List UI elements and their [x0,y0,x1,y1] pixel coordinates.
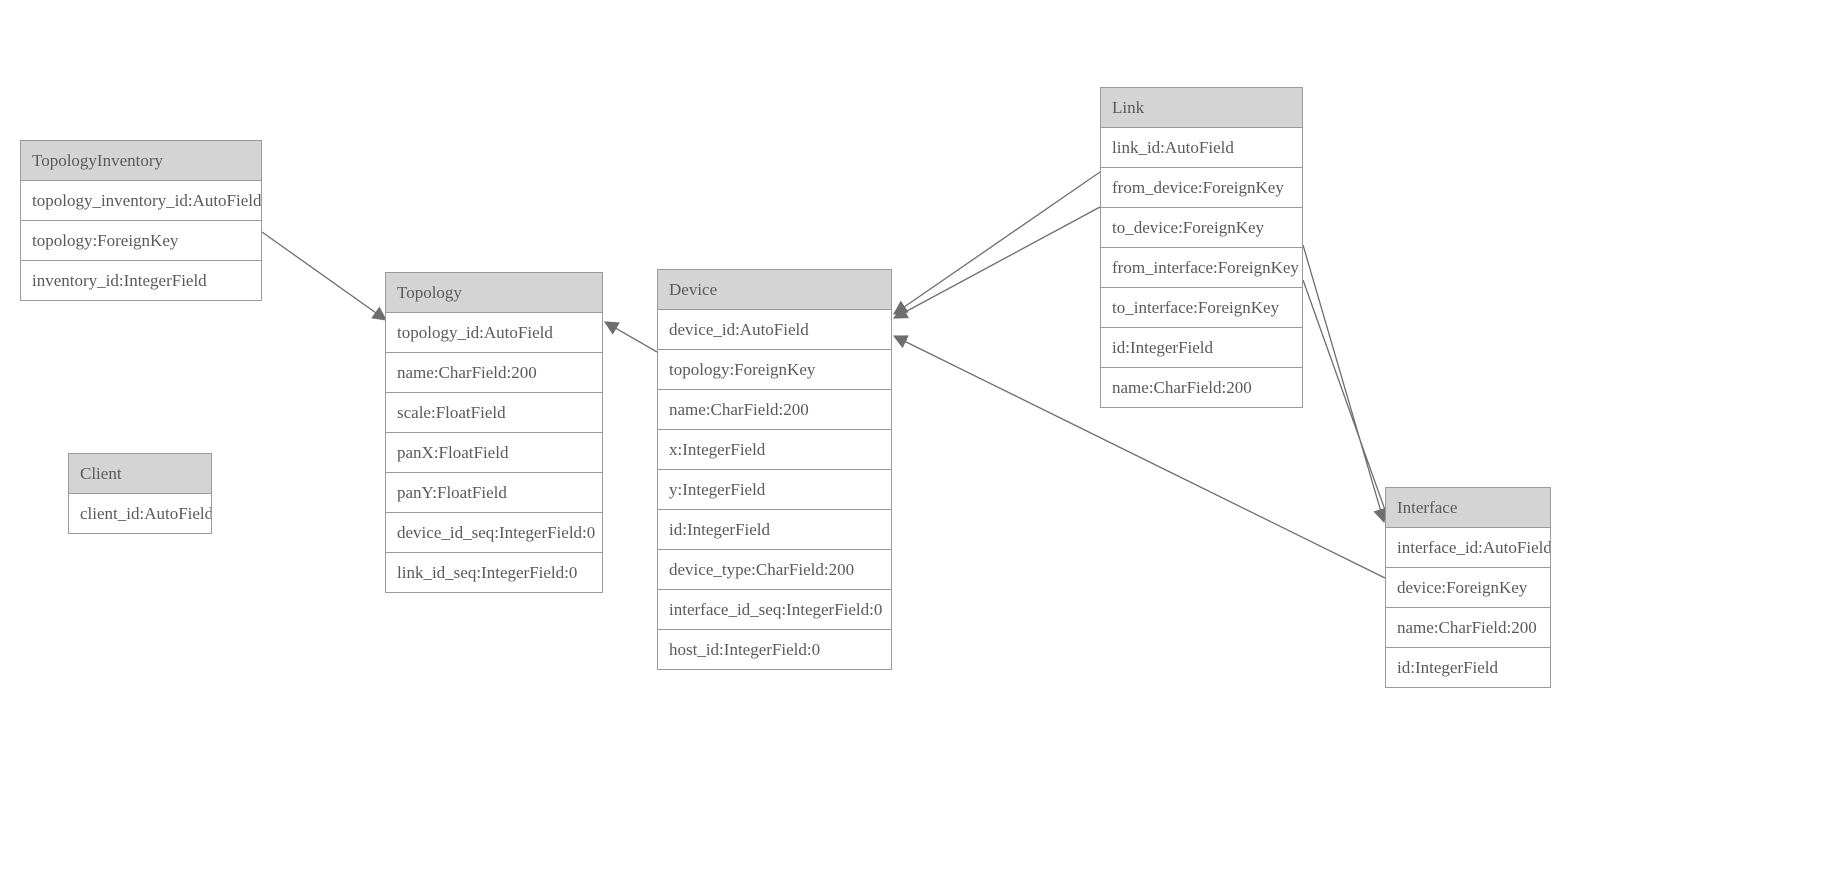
field-row: to_interface:ForeignKey [1101,288,1302,328]
field-row: id:IntegerField [1386,648,1550,687]
entity-title-link: Link [1101,88,1302,128]
entity-topology-inventory[interactable]: TopologyInventory topology_inventory_id:… [20,140,262,301]
field-row: device_id:AutoField [658,310,891,350]
field-row: id:IntegerField [658,510,891,550]
field-row: device_id_seq:IntegerField:0 [386,513,602,553]
field-row: name:CharField:200 [386,353,602,393]
entity-title-topology-inventory: TopologyInventory [21,141,261,181]
entity-title-interface: Interface [1386,488,1550,528]
field-row: scale:FloatField [386,393,602,433]
field-row: to_device:ForeignKey [1101,208,1302,248]
field-row: name:CharField:200 [658,390,891,430]
edge-device-topology [603,321,658,353]
field-row: link_id:AutoField [1101,128,1302,168]
entity-client[interactable]: Client client_id:AutoField [68,453,212,534]
edge-link-from-device [893,171,1101,315]
field-row: device:ForeignKey [1386,568,1550,608]
edge-link-to-interface [1302,279,1393,526]
field-row: id:IntegerField [1101,328,1302,368]
field-row: interface_id:AutoField [1386,528,1550,568]
field-row: y:IntegerField [658,470,891,510]
entity-link[interactable]: Link link_id:AutoField from_device:Forei… [1100,87,1303,408]
field-row: from_device:ForeignKey [1101,168,1302,208]
field-row: from_interface:ForeignKey [1101,248,1302,288]
field-row: name:CharField:200 [1101,368,1302,407]
field-row: name:CharField:200 [1386,608,1550,648]
edge-link-to-device [892,206,1101,319]
entity-device[interactable]: Device device_id:AutoField topology:Fore… [657,269,892,670]
field-row: device_type:CharField:200 [658,550,891,590]
field-row: panY:FloatField [386,473,602,513]
field-row: x:IntegerField [658,430,891,470]
field-row: inventory_id:IntegerField [21,261,261,300]
entity-interface[interactable]: Interface interface_id:AutoField device:… [1385,487,1551,688]
field-row: topology_id:AutoField [386,313,602,353]
entity-topology[interactable]: Topology topology_id:AutoField name:Char… [385,272,603,593]
field-row: interface_id_seq:IntegerField:0 [658,590,891,630]
edge-link-from-interface [1302,244,1388,524]
entity-title-topology: Topology [386,273,602,313]
entity-title-client: Client [69,454,211,494]
edge-topologyinventory-topology [261,231,387,321]
field-row: client_id:AutoField [69,494,211,533]
field-row: topology:ForeignKey [658,350,891,390]
field-row: panX:FloatField [386,433,602,473]
field-row: topology:ForeignKey [21,221,261,261]
field-row: host_id:IntegerField:0 [658,630,891,669]
field-row: link_id_seq:IntegerField:0 [386,553,602,592]
field-row: topology_inventory_id:AutoField [21,181,261,221]
entity-title-device: Device [658,270,891,310]
